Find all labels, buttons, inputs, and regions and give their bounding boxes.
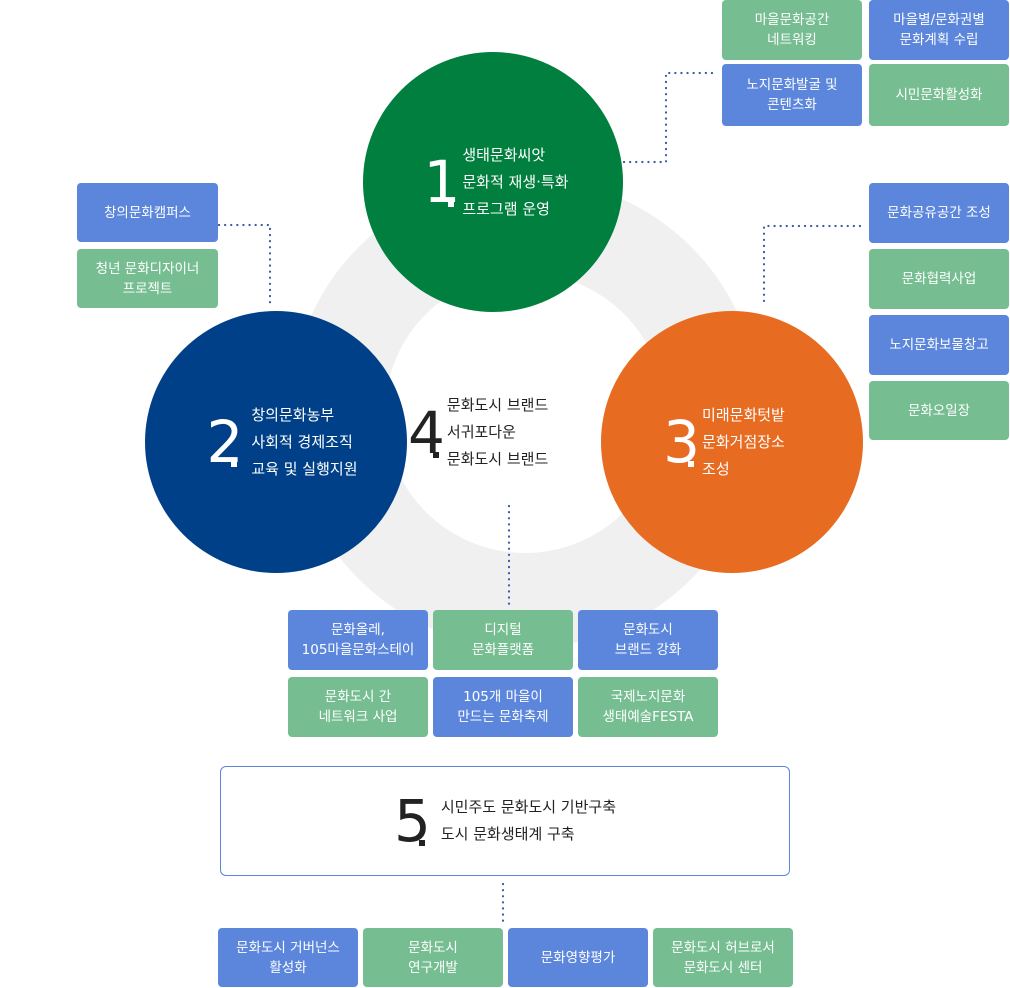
p4-box-1: 문화올레, 105마을문화스테이 bbox=[288, 610, 428, 670]
p4-box-5: 105개 마을이 만드는 문화축제 bbox=[433, 677, 573, 737]
p4-box-6: 국제노지문화 생태예술FESTA bbox=[578, 677, 718, 737]
p1-box-2: 마을별/문화권별 문화계획 수립 bbox=[869, 0, 1009, 60]
connector-p3 bbox=[762, 224, 862, 308]
pillar-4-line-2: 서귀포다운 bbox=[446, 423, 516, 441]
p5-box-1: 문화도시 거버넌스 활성화 bbox=[218, 928, 358, 987]
pillar-1-circle: 1 생태문화씨앗 문화적 재생·특화 프로그램 운영 bbox=[363, 52, 623, 312]
pillar-4-line-3: 문화도시 브랜드 bbox=[446, 450, 549, 468]
pillar-3-line-2: 문화거점장소 bbox=[702, 432, 785, 451]
pillar-3-line-1: 미래문화텃밭 bbox=[702, 405, 785, 424]
pillar-2-line-3: 교육 및 실행지원 bbox=[251, 459, 358, 478]
p1-box-1: 마을문화공간 네트워킹 bbox=[722, 0, 862, 60]
pillar-2-number: 2 bbox=[206, 408, 243, 476]
pillar-5-number: 5 bbox=[393, 787, 431, 855]
p2-box-2: 청년 문화디자이너 프로젝트 bbox=[77, 249, 218, 308]
pillar-1-line-1: 생태문화씨앗 bbox=[462, 145, 546, 164]
pillar-2-line-1: 창의문화농부 bbox=[251, 405, 335, 424]
pillar-1-line-3: 프로그램 운영 bbox=[462, 199, 550, 218]
p3-box-3: 노지문화보물창고 bbox=[869, 315, 1009, 375]
p2-box-1: 창의문화캠퍼스 bbox=[77, 183, 218, 242]
pillar-5-line-2: 도시 문화생태계 구축 bbox=[440, 825, 575, 843]
pillar-4-center: 4 문화도시 브랜드 서귀포다운 문화도시 브랜드 bbox=[408, 392, 608, 473]
p3-box-2: 문화협력사업 bbox=[869, 249, 1009, 309]
p1-box-4: 시민문화활성화 bbox=[869, 64, 1009, 126]
pillar-4-number: 4 bbox=[408, 398, 445, 467]
p5-box-2: 문화도시 연구개발 bbox=[363, 928, 503, 987]
pillar-4-line-1: 문화도시 브랜드 bbox=[446, 396, 549, 414]
pillar-3-number: 3 bbox=[663, 408, 700, 476]
p5-box-3: 문화영향평가 bbox=[508, 928, 648, 987]
pillar-2-line-2: 사회적 경제조직 bbox=[251, 432, 353, 451]
p1-box-3: 노지문화발굴 및 콘텐츠화 bbox=[722, 64, 862, 126]
pillar-5-line-1: 시민주도 문화도시 기반구축 bbox=[440, 798, 617, 816]
pillar-1-number: 1 bbox=[423, 148, 460, 216]
p5-box-4: 문화도시 허브로서 문화도시 센터 bbox=[653, 928, 793, 987]
pillar-1-line-2: 문화적 재생·특화 bbox=[462, 172, 569, 191]
p4-box-3: 문화도시 브랜드 강화 bbox=[578, 610, 718, 670]
pillar-3-circle: 3 미래문화텃밭 문화거점장소 조성 bbox=[601, 311, 863, 573]
pillar-3-line-3: 조성 bbox=[702, 459, 730, 478]
p4-box-2: 디지털 문화플랫폼 bbox=[433, 610, 573, 670]
connector-p1 bbox=[622, 71, 720, 164]
pillar-2-circle: 2 창의문화농부 사회적 경제조직 교육 및 실행지원 bbox=[145, 311, 407, 573]
p3-box-4: 문화오일장 bbox=[869, 381, 1009, 440]
p3-box-1: 문화공유공간 조성 bbox=[869, 183, 1009, 243]
pillar-5-box: 5 시민주도 문화도시 기반구축 도시 문화생태계 구축 bbox=[220, 766, 790, 876]
p4-box-4: 문화도시 간 네트워크 사업 bbox=[288, 677, 428, 737]
connector-p2 bbox=[217, 223, 272, 308]
